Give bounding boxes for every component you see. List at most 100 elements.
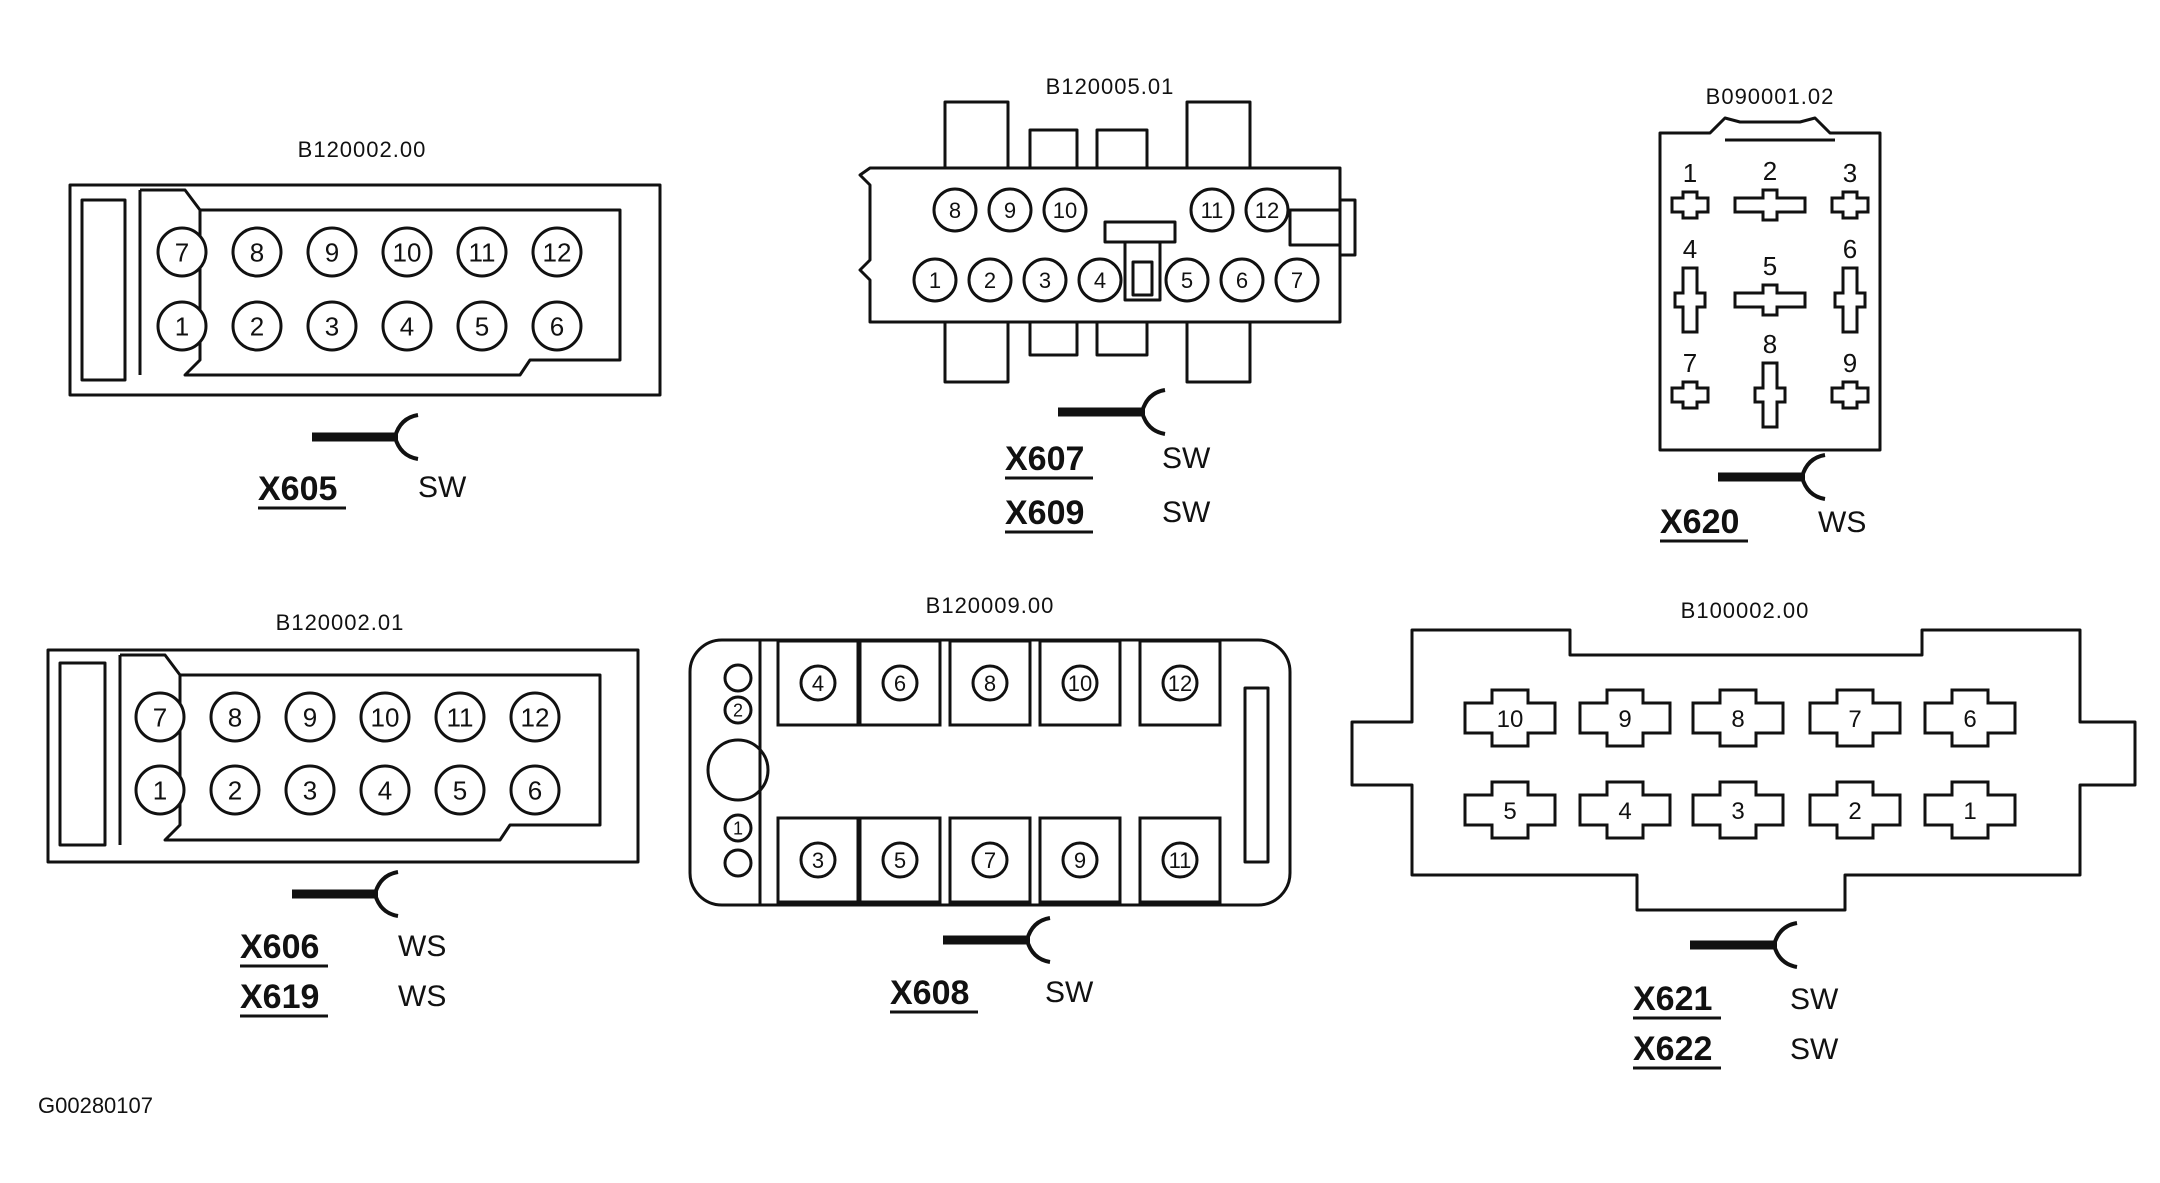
pin-number: 6 [1963, 706, 1976, 733]
pin-number: 5 [475, 311, 489, 341]
pin-number: 9 [1004, 198, 1016, 223]
pin-8: 8 [209, 691, 261, 743]
connector-identifier: B120005.01 [1046, 74, 1175, 99]
pin-number: 1 [175, 311, 189, 341]
top-latches [943, 100, 1252, 170]
connector-label-row: X620 WS [1660, 503, 1866, 543]
latch-tab [58, 661, 107, 847]
connector-label-row: X609 SW [1005, 494, 1211, 534]
pin-6: 6 [509, 764, 561, 816]
pin-number: 9 [1618, 706, 1631, 733]
pin-5: 5 [456, 300, 508, 352]
connector-housing [1350, 628, 2137, 912]
pin-number: 12 [1168, 671, 1192, 696]
pin-number: 6 [894, 671, 906, 696]
pin-number: 4 [378, 775, 392, 805]
pin-6: 6 [1923, 688, 2017, 748]
pin-number: 12 [543, 237, 572, 267]
pin-12: 12 [1138, 639, 1222, 727]
pin-number: 8 [228, 702, 242, 732]
pin-number: 9 [1074, 848, 1086, 873]
pin-7: 7 [156, 226, 208, 278]
pin-7: 7 [134, 691, 186, 743]
pin-9: 9 [1038, 816, 1122, 904]
pin-8: 8 [1753, 329, 1787, 429]
pin-number: 8 [250, 237, 264, 267]
pin-4: 4 [1077, 257, 1123, 303]
pin-number: 4 [812, 671, 824, 696]
pin-3: 3 [306, 300, 358, 352]
pin-number: 4 [400, 311, 414, 341]
pin-11: 11 [1138, 816, 1222, 904]
connector-id: X607 [1005, 440, 1084, 478]
pin-5: 5 [434, 764, 486, 816]
pin-number: 10 [1068, 671, 1092, 696]
pin-number: 1 [929, 268, 941, 293]
pin-number: 8 [1763, 329, 1777, 359]
side-tab [1288, 198, 1357, 257]
pin-3: 3 [1830, 158, 1870, 220]
pin-3: 3 [1691, 780, 1785, 840]
pin-number: 5 [894, 848, 906, 873]
pin-number: 6 [1236, 268, 1248, 293]
pin-number: 4 [1618, 798, 1631, 825]
pin-number: 9 [325, 237, 339, 267]
pin-cavity-outline [118, 653, 602, 845]
pin-10: 10 [359, 691, 411, 743]
pin-7: 7 [948, 816, 1032, 904]
connector-housing [68, 183, 662, 397]
pin-12: 12 [1244, 187, 1290, 233]
connector-id: X619 [240, 978, 319, 1016]
pin-number: 5 [1181, 268, 1193, 293]
connector-id: X620 [1660, 503, 1739, 541]
wire-marker [292, 870, 399, 918]
pin-1: 1 [723, 813, 753, 843]
pin-2: 2 [209, 764, 261, 816]
connector-housing [46, 648, 640, 864]
pin-number: 3 [1731, 798, 1744, 825]
pin-12: 12 [531, 226, 583, 278]
figure-id: G00280107 [38, 1093, 153, 1118]
pin-11: 11 [1189, 187, 1235, 233]
pin-number: 1 [1683, 158, 1697, 188]
pin-number: 2 [250, 311, 264, 341]
pin-1: 1 [134, 764, 186, 816]
pin-6: 6 [531, 300, 583, 352]
pin-11: 11 [456, 226, 508, 278]
wire-color: WS [1818, 506, 1866, 539]
connector-id: X608 [890, 974, 969, 1012]
wire-color: SW [1790, 983, 1839, 1016]
pin-number: 7 [175, 237, 189, 267]
pin-1: 1 [912, 257, 958, 303]
pin-2: 2 [231, 300, 283, 352]
wire-color: SW [418, 471, 467, 504]
connector-label-row: X607 SW [1005, 440, 1211, 480]
connector-id: X621 [1633, 980, 1712, 1018]
pin-5: 5 [1164, 257, 1210, 303]
pin-side: 21 [723, 695, 753, 843]
connector-label-row: X619 WS [240, 978, 446, 1018]
pin-6: 6 [1219, 257, 1265, 303]
pin-3: 3 [776, 816, 860, 904]
pin-9: 9 [1578, 688, 1672, 748]
pin-8: 8 [932, 187, 978, 233]
pin-number: 6 [1843, 234, 1857, 264]
key-slot [1243, 686, 1270, 864]
wire-color: SW [1045, 976, 1094, 1009]
pin-row-bottom: 3 5 7 9 11 [776, 816, 1222, 904]
pin-number: 6 [550, 311, 564, 341]
connector-id: X622 [1633, 1030, 1712, 1068]
pin-number: 7 [1291, 268, 1303, 293]
pin-3: 3 [284, 764, 336, 816]
pin-number: 2 [1848, 798, 1861, 825]
pin-12: 12 [509, 691, 561, 743]
pin-10: 10 [1463, 688, 1557, 748]
pin-2: 2 [967, 257, 1013, 303]
